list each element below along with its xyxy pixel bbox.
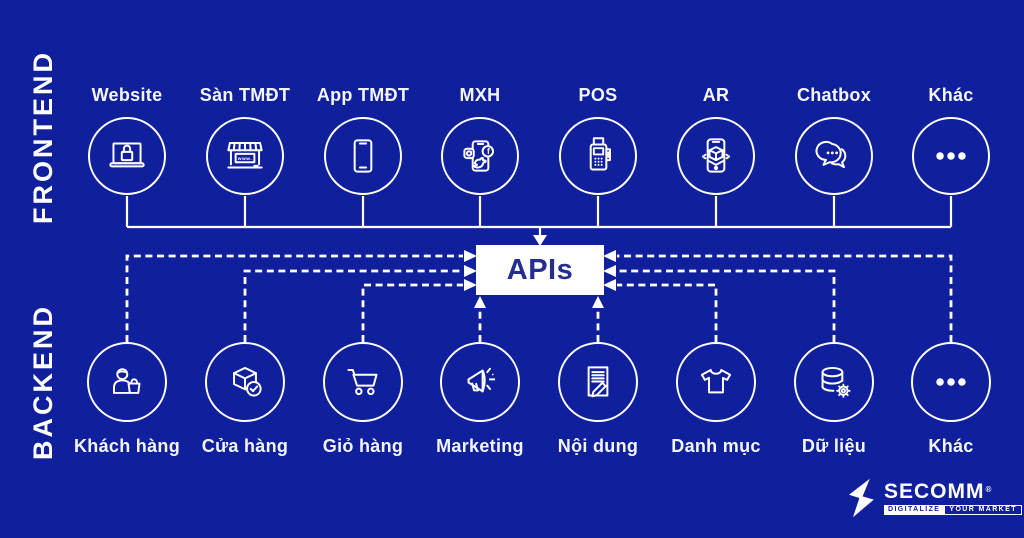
frontend-section-label: FRONTEND (28, 50, 58, 224)
laptop-lock-icon (109, 142, 145, 168)
arrow-up-icon (592, 296, 604, 308)
node-label: Chatbox (796, 85, 872, 105)
node-circle (440, 342, 520, 422)
backend-node-marketing: Marketing (422, 342, 538, 457)
backend-node-gio-hang: Giỏ hàng (305, 342, 421, 457)
apis-box: APIs (476, 245, 604, 295)
ar-phone-icon (701, 138, 731, 173)
backend-node-noi-dung: Nội dung (540, 342, 656, 457)
node-circle: f (441, 117, 519, 195)
node-label: Cửa hàng (201, 436, 289, 456)
document-pencil-icon (587, 366, 609, 398)
node-circle (87, 342, 167, 422)
ellipsis-icon (936, 378, 966, 386)
backend-node-cua-hang: Cửa hàng (187, 342, 303, 457)
node-label: Khác (928, 85, 974, 105)
node-label: Sàn TMĐT (199, 85, 291, 105)
node-circle (558, 342, 638, 422)
brand-name: SECOMM (884, 479, 985, 503)
tshirt-icon (700, 369, 732, 394)
arrow-left-icon (603, 250, 616, 262)
backend-section-label: BACKEND (28, 304, 58, 460)
frontend-node-chatbox: Chatbox (776, 84, 892, 195)
frontend-node-pos: POS (540, 84, 656, 195)
node-label: Khác (928, 436, 974, 456)
social-media-phone-icon: f (463, 140, 495, 172)
node-label: POS (578, 85, 618, 105)
node-circle (88, 117, 166, 195)
tagline-left: DIGITALIZE (884, 504, 945, 515)
megaphone-icon (467, 367, 496, 393)
node-circle: www. (206, 117, 284, 195)
node-label: Marketing (436, 436, 524, 456)
node-label: Khách hàng (73, 436, 180, 456)
frontend-node-ar: AR (658, 84, 774, 195)
node-label: Danh mục (671, 436, 761, 456)
pos-terminal-icon (589, 137, 611, 171)
tagline-right: YOUR MARKET (944, 504, 1022, 515)
shopping-cart-icon (347, 369, 378, 396)
customer-bag-icon (112, 368, 141, 394)
node-label: Dữ liệu (801, 436, 867, 456)
registered-mark: ® (985, 484, 992, 494)
tagline: DIGITALIZE YOUR MARKET (884, 504, 1022, 515)
svg-text:f: f (487, 146, 490, 156)
node-label: MXH (459, 85, 501, 105)
node-circle (205, 342, 285, 422)
backend-node-khach-hang: Khách hàng (69, 342, 185, 457)
node-circle (911, 342, 991, 422)
node-label: AR (702, 85, 730, 105)
frontend-node-mxh: MXH f (422, 84, 538, 195)
frontend-node-san-tmdt: Sàn TMĐT www. (187, 84, 303, 195)
arrow-up-icon (474, 296, 486, 308)
secomm-s-icon (849, 478, 874, 518)
ellipsis-icon (936, 152, 966, 160)
node-circle (794, 342, 874, 422)
frontend-node-app-tmdt: App TMĐT (305, 84, 421, 195)
arrow-left-icon (603, 279, 616, 291)
node-label: Website (91, 85, 163, 105)
secomm-logo: SECOMM ® DIGITALIZE YOUR MARKET (845, 477, 1022, 519)
arrow-left-icon (603, 265, 616, 277)
frontend-node-khac: Khác (893, 84, 1009, 195)
smartphone-icon (353, 139, 373, 173)
node-label: Giỏ hàng (322, 436, 404, 456)
node-label: Nội dung (557, 436, 639, 456)
node-circle (559, 117, 637, 195)
node-label: App TMĐT (316, 85, 410, 105)
chat-bubbles-icon (815, 140, 847, 169)
node-circle (676, 342, 756, 422)
logo-text: SECOMM ® DIGITALIZE YOUR MARKET (884, 479, 1022, 515)
apis-label: APIs (506, 253, 574, 286)
backend-node-du-lieu: Dữ liệu (776, 342, 892, 457)
frontend-node-website: Website (69, 84, 185, 195)
backend-node-danh-muc: Danh mục (658, 342, 774, 457)
box-check-icon (233, 366, 262, 397)
database-gear-icon (821, 366, 851, 398)
node-circle (795, 117, 873, 195)
svg-text:www.: www. (237, 157, 252, 162)
storefront-icon: www. (227, 141, 263, 169)
node-circle (912, 117, 990, 195)
node-circle (324, 117, 402, 195)
backend-node-khac: Khác (893, 342, 1009, 457)
node-circle (323, 342, 403, 422)
node-circle (677, 117, 755, 195)
